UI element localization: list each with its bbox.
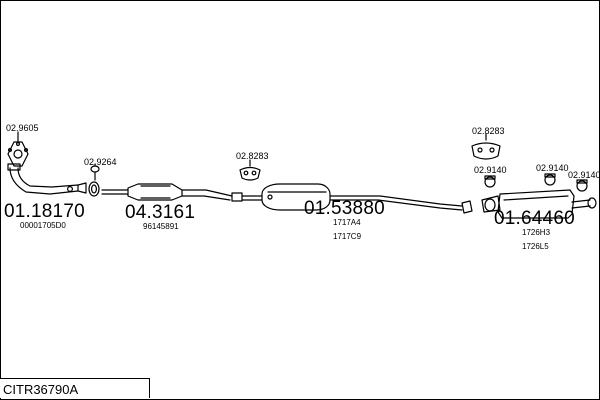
rear-silencer-drawing bbox=[481, 189, 597, 219]
oem-number: 1717C9 bbox=[333, 232, 362, 241]
fitting-label-9140-right: 02.9140 bbox=[568, 170, 600, 180]
part-number-01-53880: 01.53880 bbox=[304, 198, 385, 219]
hanger-mount-icon bbox=[484, 175, 496, 188]
hanger-mount-icon bbox=[544, 173, 556, 186]
clamp-ring-icon bbox=[88, 165, 100, 197]
oem-number: 1726H3 bbox=[522, 228, 551, 237]
part-number-01-64460: 01.64460 bbox=[494, 208, 575, 229]
oem-number: 00001705D0 bbox=[20, 221, 66, 230]
part-number-01-18170: 01.18170 bbox=[4, 201, 85, 222]
kit-code-box: CITR36790A bbox=[0, 378, 150, 398]
middle-silencer-drawing bbox=[241, 183, 473, 214]
oem-number: 1717A4 bbox=[333, 218, 361, 227]
kit-code-label: CITR36790A bbox=[3, 382, 79, 397]
oem-number: 1726L5 bbox=[522, 242, 549, 251]
fitting-label-9140-left: 02.9140 bbox=[474, 165, 507, 175]
fitting-label-9605: 02.9605 bbox=[6, 123, 39, 133]
part-number-04-3161: 04.3161 bbox=[125, 202, 196, 223]
oem-number: 96145891 bbox=[143, 222, 179, 231]
fitting-label-9140-middle: 02.9140 bbox=[536, 163, 569, 173]
flange-gasket-icon bbox=[7, 141, 29, 167]
fitting-label-8283-center: 02.8283 bbox=[236, 151, 269, 161]
fitting-label-8283-right: 02.8283 bbox=[472, 126, 505, 136]
fitting-label-9264: 02.9264 bbox=[84, 157, 117, 167]
hanger-mount-icon bbox=[576, 179, 588, 192]
rubber-mount-icon bbox=[471, 142, 501, 160]
rubber-mount-icon bbox=[239, 166, 261, 181]
catalytic-converter-drawing bbox=[101, 183, 243, 202]
front-pipe-drawing bbox=[7, 163, 87, 195]
